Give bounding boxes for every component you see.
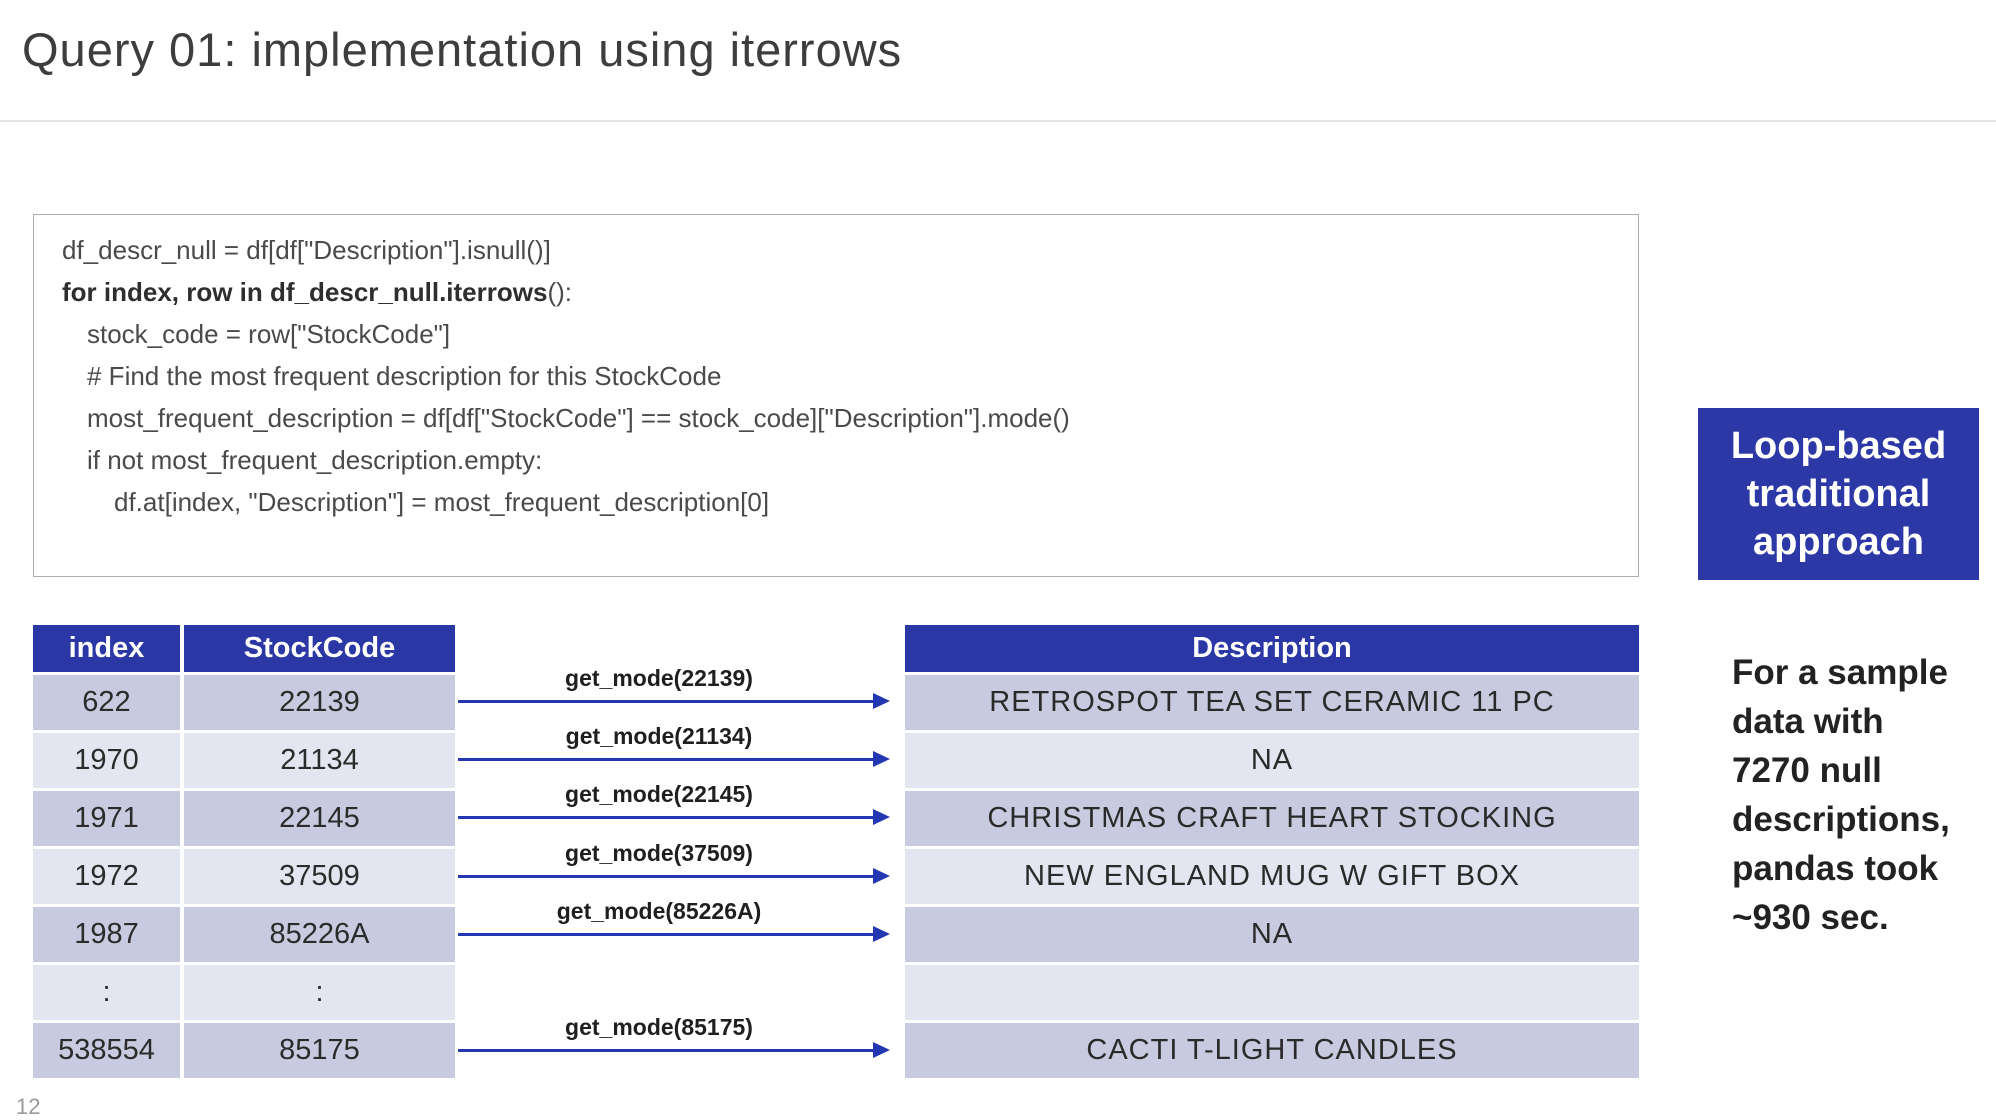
code-line: if not most_frequent_description.empty: xyxy=(87,445,543,475)
timing-note-line: 7270 null xyxy=(1732,751,1882,790)
title-divider xyxy=(0,120,1996,122)
arrow-head-icon xyxy=(873,926,890,942)
code-line: df_descr_null = df[df["Description"].isn… xyxy=(62,235,551,265)
table-cell: RETROSPOT TEA SET CERAMIC 11 PC xyxy=(905,675,1639,730)
arrow-label: get_mode(85175) xyxy=(565,1014,753,1040)
arrow-line xyxy=(458,816,875,819)
arrow-line xyxy=(458,700,875,703)
badge-line: approach xyxy=(1752,521,1925,563)
timing-note-line: descriptions, xyxy=(1732,800,1950,839)
arrow-label: get_mode(37509) xyxy=(565,840,753,866)
loop-based-approach-badge: Loop-based traditional approach xyxy=(1698,408,1979,580)
table-cell: NA xyxy=(905,733,1639,788)
table-cell: : xyxy=(184,965,455,1020)
arrow-head-icon xyxy=(873,751,890,767)
arrow-label: get_mode(22145) xyxy=(565,781,753,807)
table-cell: 1970 xyxy=(33,733,180,788)
code-line: stock_code = row["StockCode"] xyxy=(87,319,451,349)
arrow-head-icon xyxy=(873,868,890,884)
arrow-head-icon xyxy=(873,1042,890,1058)
timing-note-line: ~930 sec. xyxy=(1732,898,1889,937)
table-cell: 85226A xyxy=(184,907,455,962)
table-cell xyxy=(905,965,1639,1020)
column-header-stockcode: StockCode xyxy=(184,625,455,672)
table-cell: 1972 xyxy=(33,849,180,904)
table-cell: NA xyxy=(905,907,1639,962)
table-cell: CACTI T-LIGHT CANDLES xyxy=(905,1023,1639,1078)
table-cell: NEW ENGLAND MUG W GIFT BOX xyxy=(905,849,1639,904)
code-line: most_frequent_description = df[df["Stock… xyxy=(87,403,1070,433)
badge-line: traditional xyxy=(1746,473,1931,515)
code-line: for index, row in df_descr_null.iterrows… xyxy=(62,277,572,307)
table-cell: 538554 xyxy=(33,1023,180,1078)
arrow-line xyxy=(458,933,875,936)
timing-note-line: For a sample xyxy=(1732,653,1948,692)
badge-line: Loop-based xyxy=(1730,425,1947,467)
arrow-line xyxy=(458,1049,875,1052)
arrow-head-icon xyxy=(873,693,890,709)
code-block: df_descr_null = df[df["Description"].isn… xyxy=(33,214,1639,577)
table-cell: : xyxy=(33,965,180,1020)
column-header-description: Description xyxy=(905,625,1639,672)
arrow-label: get_mode(21134) xyxy=(565,723,753,749)
arrow-line xyxy=(458,758,875,761)
timing-note-line: pandas took xyxy=(1732,849,1939,888)
index-stockcode-table: index StockCode 622 22139 1970 21134 197… xyxy=(33,625,455,1078)
column-header-index: index xyxy=(33,625,180,672)
arrow-line xyxy=(458,875,875,878)
timing-note: For a sample data with 7270 null descrip… xyxy=(1732,648,1996,942)
page-title: Query 01: implementation using iterrows xyxy=(22,23,903,76)
arrow-label: get_mode(85226A) xyxy=(556,898,762,924)
arrow-label: get_mode(22139) xyxy=(565,665,753,691)
table-cell: 37509 xyxy=(184,849,455,904)
table-cell: CHRISTMAS CRAFT HEART STOCKING xyxy=(905,791,1639,846)
table-cell: 622 xyxy=(33,675,180,730)
page-number: 12 xyxy=(16,1094,41,1119)
code-line: # Find the most frequent description for… xyxy=(87,361,722,391)
arrow-head-icon xyxy=(873,809,890,825)
table-cell: 21134 xyxy=(184,733,455,788)
code-line: df.at[index, "Description"] = most_frequ… xyxy=(114,487,770,517)
table-cell: 1987 xyxy=(33,907,180,962)
timing-note-line: data with xyxy=(1732,702,1884,741)
table-cell: 85175 xyxy=(184,1023,455,1078)
table-cell: 1971 xyxy=(33,791,180,846)
table-cell: 22139 xyxy=(184,675,455,730)
table-cell: 22145 xyxy=(184,791,455,846)
description-table: Description RETROSPOT TEA SET CERAMIC 11… xyxy=(905,625,1639,1078)
